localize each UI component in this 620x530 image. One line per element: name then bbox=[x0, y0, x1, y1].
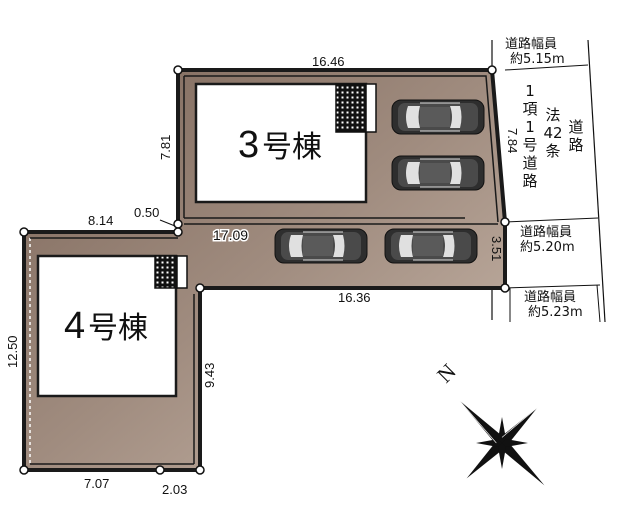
road-class-char: 路 bbox=[522, 172, 537, 190]
road-class-char: 法 bbox=[545, 106, 560, 124]
road-class-char: 道 bbox=[522, 154, 537, 172]
stair-icon bbox=[154, 255, 178, 289]
road-class-char: 項 bbox=[522, 100, 537, 118]
building-4-number: 4 bbox=[64, 305, 85, 347]
road-3-label: 道路幅員 bbox=[524, 289, 576, 305]
building-4-label: 号棟 bbox=[88, 311, 148, 346]
stair-icon bbox=[335, 83, 367, 133]
car-icon bbox=[391, 155, 485, 191]
dim-driveway-bottom: 16.36 bbox=[338, 290, 371, 305]
dim-offset: 0.50 bbox=[134, 205, 159, 220]
dim-lot4-left: 12.50 bbox=[5, 335, 20, 368]
road-classification: 道 路 法 42 条 1 項 1 号 道 路 bbox=[522, 82, 583, 190]
dim-driveway-top: 17.09 bbox=[213, 227, 248, 243]
road-class-char: 道 bbox=[568, 118, 583, 136]
dim-driveway-width: 3.51 bbox=[489, 236, 504, 261]
car-icon bbox=[391, 99, 485, 135]
road-3-width: 約5.23m bbox=[528, 305, 583, 320]
road-class-char: 42 bbox=[543, 124, 562, 142]
road-1-width: 約5.15m bbox=[510, 52, 565, 67]
corner-markers bbox=[19, 65, 510, 475]
dim-lot3-left: 7.81 bbox=[158, 135, 173, 160]
road-2-label: 道路幅員 bbox=[520, 224, 572, 240]
road-boundaries bbox=[491, 39, 606, 323]
dim-lot4-right: 9.43 bbox=[202, 363, 217, 388]
road-class-char: 1 bbox=[525, 82, 535, 100]
dim-lot4-bottom-small: 2.03 bbox=[162, 482, 187, 497]
building-3[interactable]: 3 号棟 bbox=[194, 82, 377, 204]
north-label: N bbox=[432, 359, 461, 388]
building-3-number: 3 bbox=[238, 124, 259, 166]
building-4[interactable]: 4 号棟 bbox=[36, 254, 188, 398]
compass-icon: N bbox=[432, 359, 545, 486]
road-labels: 道路幅員 約5.15m 道路幅員 約5.20m 道路幅員 約5.23m bbox=[505, 36, 583, 320]
dim-lot3-top: 16.46 bbox=[312, 54, 345, 69]
road-1-label: 道路幅員 bbox=[505, 36, 557, 52]
road-class-char: 号 bbox=[522, 136, 537, 154]
dim-lot4-bottom: 7.07 bbox=[84, 476, 109, 491]
car-icon bbox=[274, 228, 368, 264]
road-class-char: 条 bbox=[545, 142, 560, 160]
dim-lot3-right: 7.84 bbox=[505, 128, 520, 153]
road-class-char: 1 bbox=[525, 118, 535, 136]
road-2-width: 約5.20m bbox=[520, 240, 575, 255]
building-3-label: 号棟 bbox=[262, 130, 322, 165]
car-icon bbox=[384, 228, 478, 264]
dim-lot4-top: 8.14 bbox=[88, 213, 113, 228]
road-class-char: 路 bbox=[568, 136, 583, 154]
dimension-labels: 16.46 7.81 7.84 8.14 0.50 17.09 3.51 16.… bbox=[5, 54, 520, 497]
